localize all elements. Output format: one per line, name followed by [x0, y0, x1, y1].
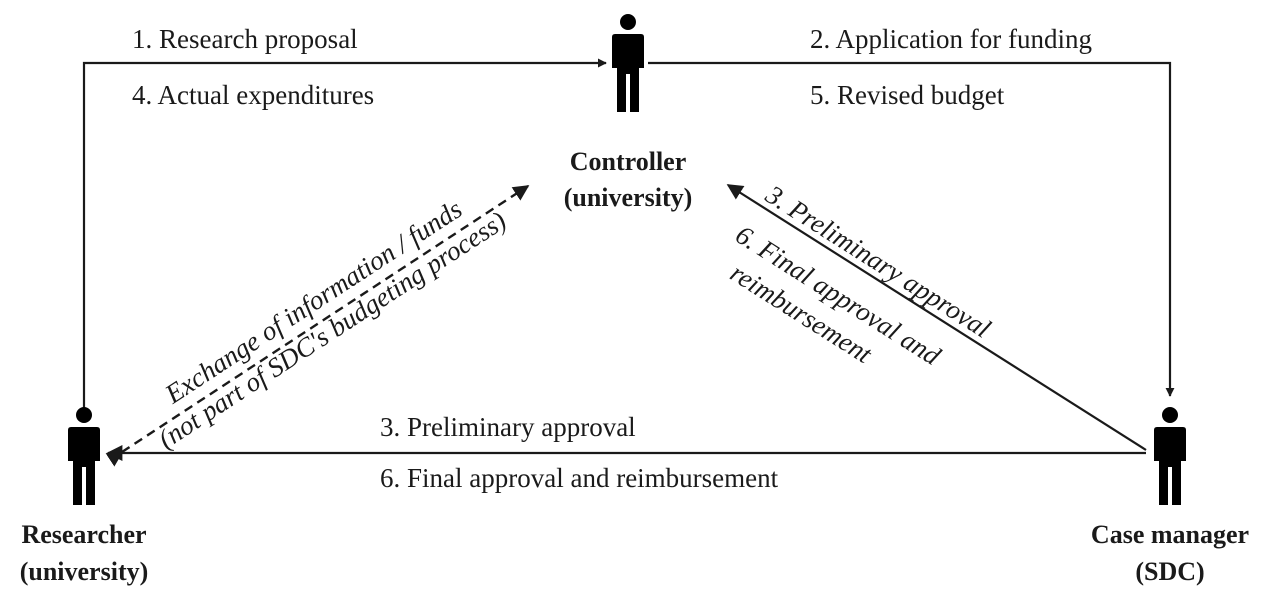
flow-label-final-approval-bottom: 6. Final approval and reimbursement [380, 463, 779, 493]
person-icon [612, 14, 644, 112]
flow-line-exchange [105, 184, 530, 467]
person-icon [1154, 407, 1186, 505]
case-manager-affiliation: (SDC) [1135, 557, 1204, 586]
flow-line-researcher-to-controller [82, 58, 607, 408]
exchange-label: Exchange of information / funds [159, 194, 467, 410]
flow-line-controller-to-case-manager [648, 61, 1175, 397]
flow-label-actual-expenditures: 4. Actual expenditures [132, 80, 374, 110]
flow-label-preliminary-approval-bottom: 3. Preliminary approval [380, 412, 636, 442]
flow-line-case-manager-to-controller [726, 184, 1147, 451]
controller-name: Controller [570, 147, 687, 176]
case-manager-name: Case manager [1091, 520, 1249, 549]
flow-label-application-for-funding: 2. Application for funding [810, 24, 1092, 54]
flow-label-research-proposal: 1. Research proposal [132, 24, 358, 54]
researcher-name: Researcher [21, 520, 146, 549]
researcher-affiliation: (university) [20, 557, 149, 586]
person-icon [68, 407, 100, 505]
flow-label-revised-budget: 5. Revised budget [810, 80, 1005, 110]
controller-affiliation: (university) [564, 183, 693, 212]
